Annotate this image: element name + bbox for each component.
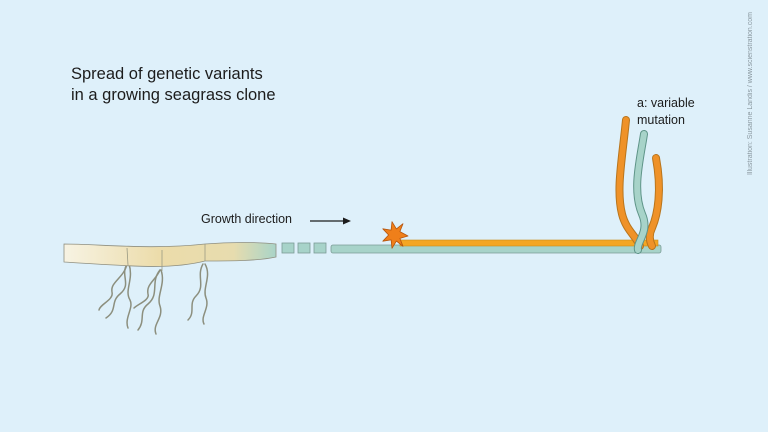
mutation-burst-icon (382, 221, 409, 249)
mutation-label-line-2: mutation (637, 113, 685, 127)
root (137, 269, 161, 331)
roots (98, 263, 209, 335)
diagram-title: Spread of genetic variants in a growing … (71, 64, 276, 106)
root (154, 269, 164, 335)
old-rhizome (63, 242, 277, 267)
root (133, 269, 161, 309)
dashed-rhizome-segments (281, 242, 327, 254)
root (98, 263, 128, 311)
mutation-label-line-1: a: variable (637, 96, 695, 110)
mutation-label: a: variable mutation (637, 95, 695, 129)
growth-direction-arrow (310, 217, 351, 225)
root (105, 263, 128, 319)
growth-direction-label: Growth direction (201, 212, 293, 226)
title-line-1: Spread of genetic variants (71, 65, 263, 83)
title-line-2: in a growing seagrass clone (71, 86, 276, 104)
rhizome-nodes (126, 244, 206, 271)
root (202, 263, 209, 325)
root (187, 263, 204, 321)
root (126, 263, 132, 329)
mutation-strand (399, 239, 659, 247)
